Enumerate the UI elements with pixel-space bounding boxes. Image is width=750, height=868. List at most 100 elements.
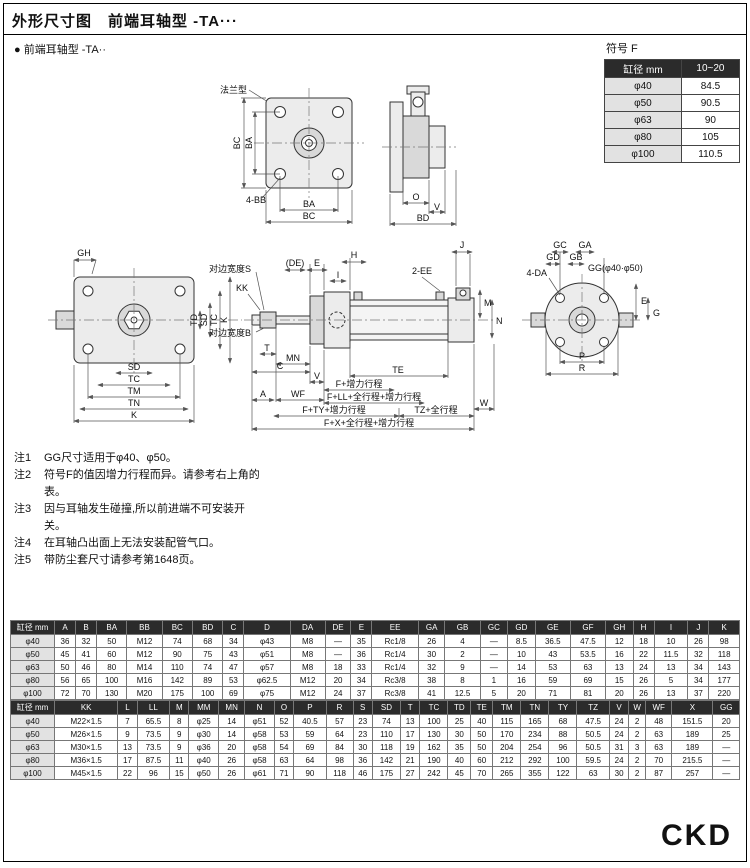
- dimension-cell: 265: [492, 766, 522, 780]
- column-header: TZ: [576, 700, 610, 715]
- dimension-cell: 17: [117, 753, 138, 767]
- dim-label-f-stroke1: F+增力行程: [336, 378, 383, 389]
- note-tag: 注4: [14, 537, 32, 550]
- dim-label-t: T: [264, 343, 270, 353]
- dimension-cell: Rc1/8: [371, 634, 419, 648]
- dimension-cell: 54: [273, 740, 295, 754]
- dimension-cell: 9: [444, 660, 481, 674]
- dimension-cell: 20: [712, 714, 740, 728]
- dimension-cell: 189: [671, 727, 714, 741]
- dimension-cell: 31: [608, 740, 630, 754]
- dimension-cell: φ51: [244, 714, 275, 728]
- dimension-cell: 143: [708, 660, 740, 674]
- column-header: GG: [712, 700, 740, 715]
- bore-size-cell: φ80: [10, 753, 55, 767]
- dimension-cell: 57: [325, 714, 354, 728]
- flange-dimension-lines: [241, 97, 353, 225]
- dimension-cell: 90: [161, 647, 193, 661]
- dimension-cell: 189: [671, 740, 714, 754]
- column-header: MN: [217, 700, 246, 715]
- dimension-cell: M12: [289, 686, 326, 700]
- column-header: GC: [479, 620, 509, 635]
- trunnion-end-view: GC GA GD GB GG(φ40·φ50) 4-DA P R E G: [522, 240, 660, 377]
- dimension-cell: 53: [273, 727, 295, 741]
- dimension-cell: 59: [293, 727, 327, 741]
- column-header: 缸径 mm: [10, 620, 55, 635]
- bore-size-cell: φ40: [10, 714, 55, 728]
- dimension-cell: Rc3/8: [371, 673, 419, 687]
- datasheet-page: 外形尺寸图 前端耳轴型 -TA··· ● 前端耳轴型 -TA·· 符号 F 缸径…: [3, 3, 747, 862]
- column-header: B: [75, 620, 97, 635]
- dim-label-g-end: G: [653, 308, 660, 318]
- dim-label-gh: GH: [77, 248, 91, 258]
- dimension-cell: 8: [444, 673, 481, 687]
- column-header: TY: [548, 700, 578, 715]
- column-header: M: [169, 700, 190, 715]
- dimension-cell: 105: [680, 128, 741, 146]
- dim-label-k: K: [131, 410, 137, 420]
- dimension-cell: M36×1.5: [53, 753, 119, 767]
- dim-label-ba: BA: [303, 199, 315, 209]
- dimension-cell: 80: [95, 660, 128, 674]
- dimension-cell: 56: [54, 673, 76, 687]
- dimension-cell: 25: [447, 714, 472, 728]
- dimension-cell: 50.5: [576, 740, 610, 754]
- dimension-cell: M26×1.5: [53, 727, 119, 741]
- dimension-cell: 50: [95, 634, 128, 648]
- note-tag: 注1: [14, 452, 32, 464]
- dimension-cell: 4: [444, 634, 481, 648]
- dimension-cell: M20: [126, 686, 163, 700]
- dimension-cell: 100: [95, 673, 128, 687]
- dimension-cell: 115: [492, 714, 522, 728]
- column-header: GD: [507, 620, 536, 635]
- dimension-cell: —: [324, 647, 352, 661]
- dimension-cell: 73.5: [136, 740, 171, 754]
- dimension-cell: 96: [136, 766, 171, 780]
- dim-label-p: P: [579, 351, 585, 361]
- dimension-cell: 59: [534, 673, 571, 687]
- dimension-cell: 70: [75, 686, 97, 700]
- column-header: BB: [126, 620, 163, 635]
- column-header: TC: [419, 700, 449, 715]
- bore-size-cell: φ100: [10, 766, 55, 780]
- dimension-cell: 7: [117, 714, 138, 728]
- dimension-cell: 14: [507, 660, 536, 674]
- dimension-cell: 11.5: [653, 647, 689, 661]
- dim-label-tz-stroke: TZ+全行程: [414, 404, 457, 415]
- note-tag: 注5: [14, 554, 32, 567]
- dim-label-bd: BD: [417, 213, 430, 223]
- dimension-cell: 355: [520, 766, 550, 780]
- dimension-cell: 30: [608, 766, 630, 780]
- dimension-cell: —: [712, 766, 740, 780]
- dimension-cell: φ40: [188, 753, 219, 767]
- dimension-cell: 165: [520, 714, 550, 728]
- dim-label-c: C: [277, 361, 284, 371]
- dimension-cell: 71: [273, 766, 295, 780]
- column-header: TE: [470, 700, 494, 715]
- dimension-cell: 14: [217, 714, 246, 728]
- dimension-cell: 96: [548, 740, 578, 754]
- dimension-cell: Rc1/4: [371, 660, 419, 674]
- dimension-cell: 90: [293, 766, 327, 780]
- dimension-cell: 190: [419, 753, 449, 767]
- dimension-cell: 36.5: [534, 634, 571, 648]
- dimension-cell: 74: [191, 660, 224, 674]
- dimension-cell: 130: [419, 727, 449, 741]
- column-header: GF: [569, 620, 606, 635]
- dimension-cell: 47: [222, 660, 245, 674]
- dimension-cell: 26: [632, 686, 655, 700]
- dimension-cell: 18: [632, 634, 655, 648]
- dimension-cell: 53: [534, 660, 571, 674]
- note-text: 带防尘套尺寸请参考第1648页。: [44, 554, 201, 567]
